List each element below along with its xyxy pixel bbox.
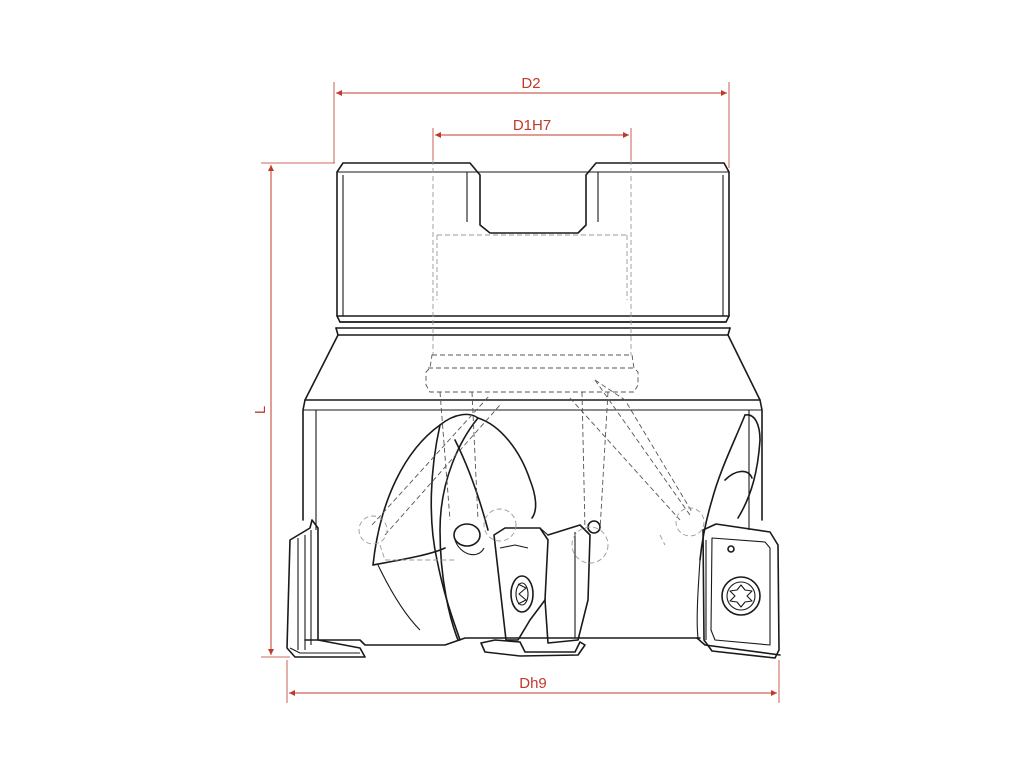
insert-screw-right xyxy=(721,576,761,616)
dimension-length-label: L xyxy=(252,406,269,414)
dimension-d2-label: D2 xyxy=(521,75,540,92)
dimension-length: L xyxy=(252,162,335,658)
groove-band xyxy=(335,315,731,336)
dimension-d1: D1H7 xyxy=(432,117,632,160)
insert-center xyxy=(480,520,601,657)
dimension-dh9: Dh9 xyxy=(286,660,780,703)
insert-screw-center xyxy=(510,575,534,613)
dimension-dh9-label: Dh9 xyxy=(519,675,547,692)
hidden-lines xyxy=(358,160,705,564)
insert-left xyxy=(286,519,366,658)
dimension-d1-label: D1H7 xyxy=(513,117,551,134)
dimension-d2: D2 xyxy=(333,75,730,168)
shank xyxy=(336,162,730,317)
cutter-body xyxy=(302,334,763,646)
insert-right xyxy=(696,523,781,659)
